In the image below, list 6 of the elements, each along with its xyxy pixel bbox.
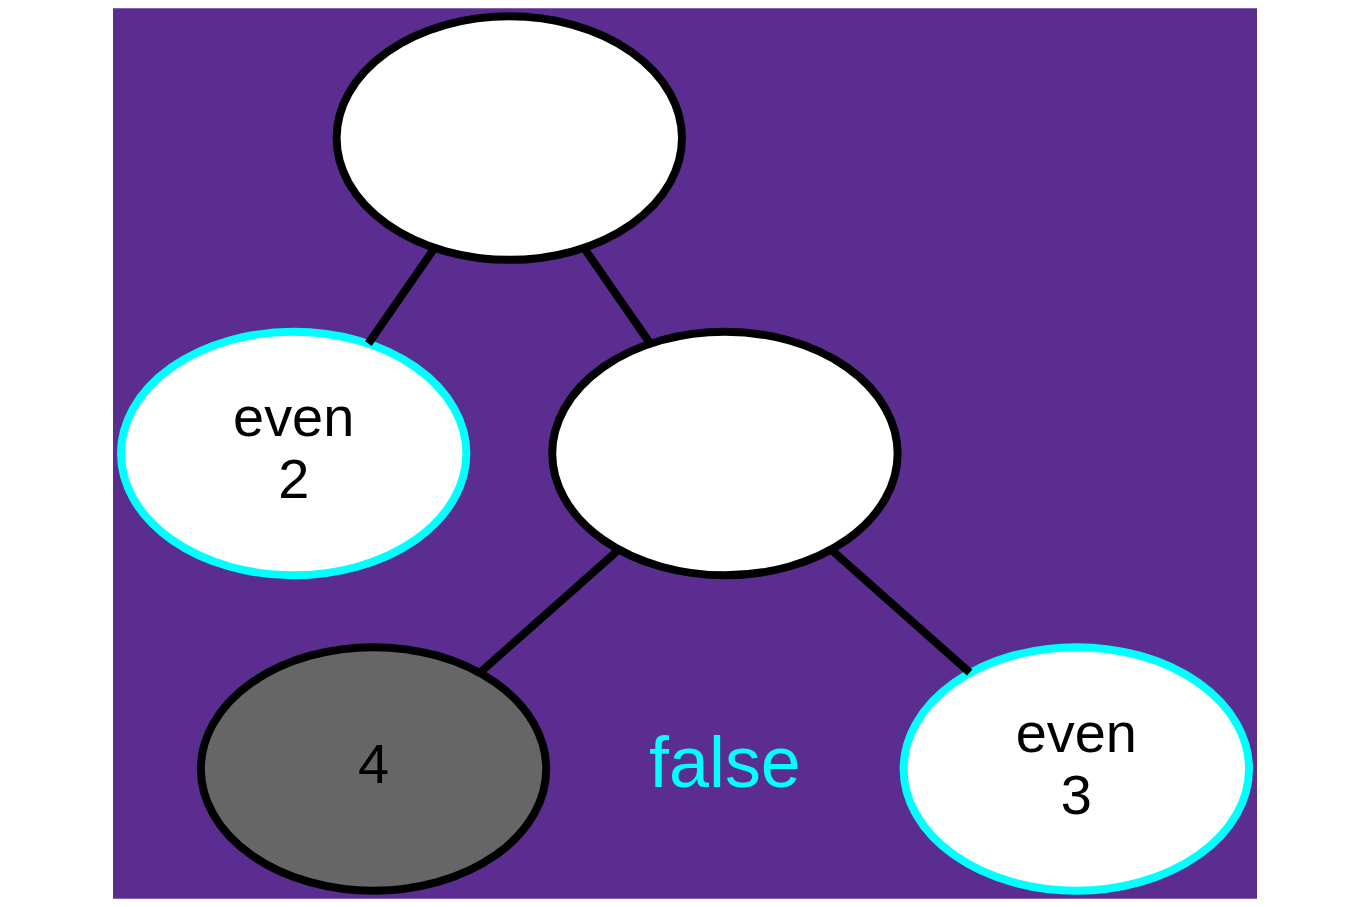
node-ellipse bbox=[332, 12, 686, 264]
node-ellipse bbox=[547, 327, 902, 580]
node-ellipse: even 3 bbox=[899, 643, 1253, 895]
label: false bbox=[648, 721, 801, 802]
node-ellipse: 4 bbox=[196, 643, 550, 895]
node-ellipse: even 2 bbox=[116, 327, 470, 580]
